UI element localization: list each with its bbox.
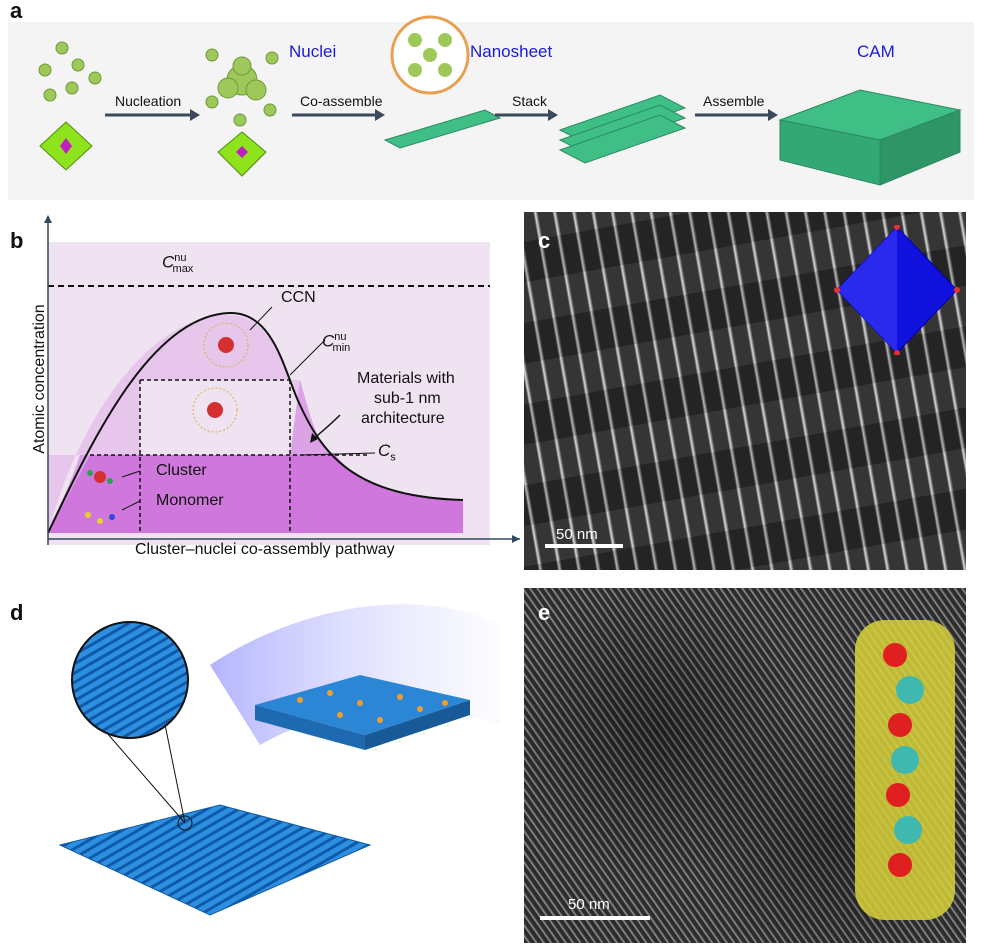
- arrow-label-nucleation: Nucleation: [115, 93, 182, 109]
- panel-label-d: d: [10, 600, 24, 625]
- panel-b-diagram: [44, 215, 520, 545]
- nuclei-cluster: [205, 48, 279, 127]
- ccn-illustration-2: [192, 387, 238, 433]
- nanosheet: [383, 109, 502, 149]
- ccn-illustration-1: [203, 322, 249, 368]
- b-ylabel: Atomic concentration: [31, 304, 48, 454]
- monomer-spheres: [38, 41, 102, 102]
- atom-sheet: [255, 675, 470, 750]
- b-xlabel: Cluster–nuclei co-assembly pathway: [135, 541, 395, 558]
- magnifier-focus: [177, 815, 193, 831]
- panel-label-b: b: [10, 228, 24, 253]
- label-cs: Cs: [378, 441, 396, 464]
- striped-sheet: [58, 804, 372, 916]
- octahedron-cluster-1: [39, 121, 93, 171]
- label-nanosheet: Nanosheet: [470, 42, 553, 61]
- label-nuclei: Nuclei: [289, 42, 337, 61]
- magnifier-circle: [71, 621, 189, 739]
- label-materials-2: sub-1 nm: [374, 390, 441, 407]
- scalebar-label-e: 50 nm: [568, 896, 610, 913]
- region-dark: [48, 455, 463, 533]
- cam-block: [778, 89, 962, 186]
- scalebar-label-c: 50 nm: [556, 526, 598, 543]
- label-cluster: Cluster: [156, 462, 207, 479]
- panel-d-illustration: [58, 604, 500, 916]
- panel-label-a: a: [10, 0, 23, 23]
- panel-a-schematic: [8, 15, 974, 200]
- label-ccn: CCN: [281, 289, 316, 306]
- label-monomer: Monomer: [156, 492, 224, 509]
- molecular-model-e: [855, 620, 955, 920]
- label-cmax: Cnumax: [162, 252, 194, 276]
- octahedron-cluster-2: [217, 131, 267, 177]
- concentration-curve: [47, 311, 464, 534]
- scalebar-c: [545, 544, 623, 548]
- panel-label-c: c: [538, 228, 551, 253]
- arrow-label-stack: Stack: [512, 93, 548, 109]
- label-materials-3: architecture: [361, 410, 445, 427]
- label-materials-1: Materials with: [357, 370, 455, 387]
- stacked-sheets: [558, 94, 687, 164]
- octahedron-model-c: [834, 225, 960, 355]
- arrow-label-coassemble: Co-assemble: [300, 93, 383, 109]
- label-cam: CAM: [857, 42, 895, 61]
- panel-label-e: e: [538, 600, 551, 625]
- monomer-icon: [85, 512, 115, 524]
- arrow-label-assemble: Assemble: [703, 93, 765, 109]
- cluster-icon: [87, 470, 113, 484]
- scalebar-e: [540, 916, 650, 920]
- label-cmin: Cnumin: [322, 331, 351, 355]
- region-light: [48, 315, 300, 533]
